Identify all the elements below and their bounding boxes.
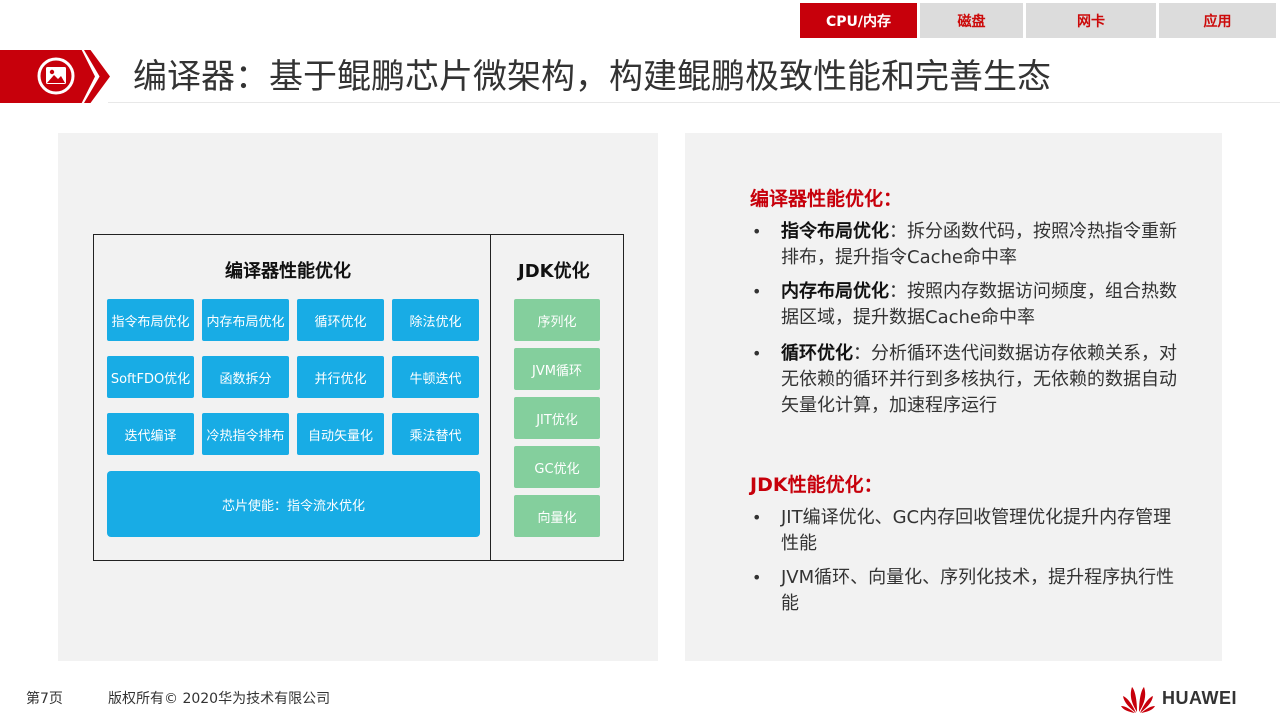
huawei-logo: HUAWEI (1120, 680, 1260, 716)
chip-enablement-box: 芯片使能：指令流水优化 (107, 471, 480, 537)
optimization-diagram: 编译器性能优化 JDK优化 指令布局优化 内存布局优化 循环优化 除法优化 So… (93, 234, 624, 561)
description-panel (685, 133, 1222, 661)
tab-application[interactable]: 应用 (1159, 3, 1276, 38)
bullet-keyword: 循环优化 (781, 343, 853, 364)
compiler-item: 迭代编译 (107, 413, 194, 455)
tab-cpu-memory[interactable]: CPU/内存 (800, 3, 917, 38)
bullet-marker: • (752, 568, 762, 587)
bullet-description: ：拆分函数代码，按照冷热指令重新排布，提升指令Cache命中率 (781, 221, 1177, 268)
tab-disk[interactable]: 磁盘 (920, 3, 1023, 38)
compiler-item: 内存布局优化 (202, 299, 289, 341)
image-icon (37, 57, 75, 95)
tab-network-card[interactable]: 网卡 (1026, 3, 1156, 38)
diagram-divider (490, 235, 491, 560)
jdk-optimization-title: JDK优化 (518, 261, 590, 282)
jdk-item: 向量化 (514, 495, 600, 537)
page-title: 编译器：基于鲲鹏芯片微架构，构建鲲鹏极致性能和完善生态 (133, 57, 1051, 97)
bullet-marker: • (752, 222, 762, 241)
compiler-item: 并行优化 (297, 356, 384, 398)
compiler-item: 乘法替代 (392, 413, 479, 455)
jdk-bullet-jvm-loop: JVM循环、向量化、序列化技术，提升程序执行性能 (781, 567, 1175, 614)
bullet-marker: • (752, 508, 762, 527)
compiler-bullet-instruction-layout: 指令布局优化：拆分函数代码，按照冷热指令重新排布，提升指令Cache命中率 (781, 219, 1186, 271)
jdk-item: JVM循环 (514, 348, 600, 390)
top-tab-bar: CPU/内存 磁盘 网卡 应用 (800, 3, 1279, 38)
compiler-item: SoftFDO优化 (107, 356, 194, 398)
title-banner: 编译器：基于鲲鹏芯片微架构，构建鲲鹏极致性能和完善生态 (0, 50, 1280, 103)
compiler-section-heading: 编译器性能优化： (750, 188, 903, 210)
jdk-item: JIT优化 (514, 397, 600, 439)
bullet-description: ：分析循环迭代间数据访存依赖关系，对无依赖的循环并行到多核执行，无依赖的数据自动… (781, 343, 1177, 416)
jdk-section-heading: JDK性能优化： (750, 474, 883, 496)
huawei-logo-icon (1121, 687, 1155, 713)
jdk-bullet-jit-gc: JIT编译优化、GC内存回收管理优化提升内存管理性能 (781, 507, 1172, 554)
bullet-description: ：按照内存数据访问频度，组合热数据区域，提升数据Cache命中率 (781, 281, 1177, 328)
bullet-keyword: 内存布局优化 (781, 281, 889, 302)
compiler-bullet-loop: 循环优化：分析循环迭代间数据访存依赖关系，对无依赖的循环并行到多核执行，无依赖的… (781, 341, 1186, 419)
bullet-marker: • (752, 344, 762, 363)
compiler-optimization-title: 编译器性能优化 (225, 261, 351, 282)
page-number: 第7页 (26, 691, 63, 707)
compiler-item: 函数拆分 (202, 356, 289, 398)
compiler-item: 指令布局优化 (107, 299, 194, 341)
bullet-marker: • (752, 282, 762, 301)
compiler-item: 自动矢量化 (297, 413, 384, 455)
bullet-keyword: 指令布局优化 (781, 221, 889, 242)
brand-name: HUAWEI (1162, 687, 1237, 708)
copyright-text: 版权所有© 2020华为技术有限公司 (108, 691, 331, 707)
compiler-item: 牛顿迭代 (392, 356, 479, 398)
compiler-item: 冷热指令排布 (202, 413, 289, 455)
compiler-item: 除法优化 (392, 299, 479, 341)
jdk-item: GC优化 (514, 446, 600, 488)
banner-underline (108, 102, 1280, 103)
compiler-item: 循环优化 (297, 299, 384, 341)
jdk-item: 序列化 (514, 299, 600, 341)
compiler-bullet-memory-layout: 内存布局优化：按照内存数据访问频度，组合热数据区域，提升数据Cache命中率 (781, 279, 1186, 331)
